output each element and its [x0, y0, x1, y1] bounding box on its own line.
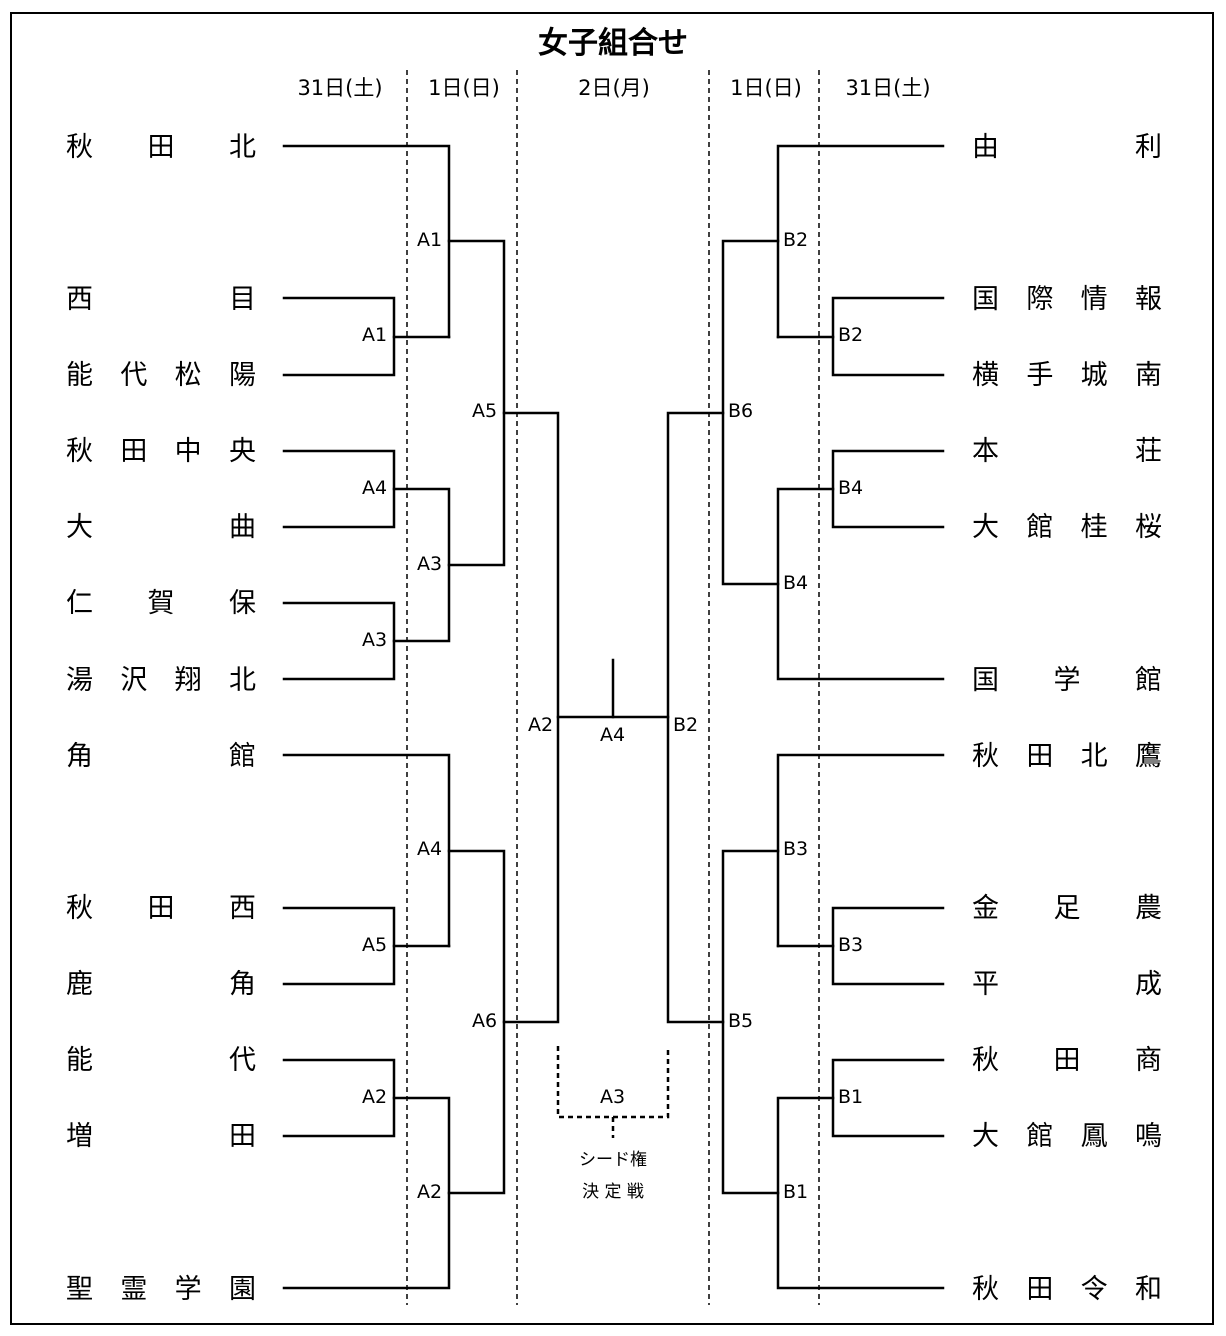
bracket-line-r-kitataka	[776, 753, 945, 948]
team-left-1: 秋田北	[66, 131, 256, 163]
match-label: A2	[527, 714, 555, 736]
page-title: 女子組合せ	[538, 26, 688, 61]
team-right-3: 横手城南	[972, 359, 1162, 391]
match-label-third-place: A3	[599, 1086, 627, 1108]
bracket-line-l-kakunodate	[282, 753, 451, 948]
column-header-right-day2: 1日(日)	[730, 76, 802, 100]
bracket-line-r-yuri	[776, 144, 945, 339]
match-label: A1	[361, 324, 389, 346]
match-label: B3	[782, 838, 810, 860]
team-right-9: 平成	[972, 968, 1162, 1000]
third-place-note-line1: シード権	[579, 1150, 647, 1170]
team-left-3: 能代松陽	[66, 359, 256, 391]
team-left-8: 角館	[66, 740, 256, 772]
column-header-center-day: 2日(月)	[578, 76, 650, 100]
match-label: A2	[416, 1181, 444, 1203]
match-label: A4	[416, 838, 444, 860]
column-header-right-day1: 31日(土)	[845, 76, 931, 100]
bracket-line-r-semi	[666, 411, 725, 1024]
match-label: A4	[361, 477, 389, 499]
bracket-line-r-kokugakukan	[776, 487, 945, 681]
team-left-4: 秋田中央	[66, 435, 256, 467]
match-label: B2	[782, 229, 810, 251]
match-label: A6	[471, 1010, 499, 1032]
match-label: A3	[361, 629, 389, 651]
team-right-1: 由利	[972, 131, 1162, 163]
column-header-left-day2: 1日(日)	[428, 76, 500, 100]
bracket-line-r-r3b	[721, 849, 780, 1195]
team-left-6: 仁賀保	[66, 587, 256, 619]
team-right-8: 金足農	[972, 892, 1162, 924]
third-place-note-line2: 決 定 戦	[582, 1182, 644, 1202]
team-left-12: 増田	[66, 1120, 256, 1152]
match-label: B2	[837, 324, 865, 346]
match-label-final: A4	[599, 724, 627, 746]
match-label: A3	[416, 553, 444, 575]
team-left-7: 湯沢翔北	[66, 664, 256, 696]
bracket-frame	[10, 12, 1214, 1325]
team-left-9: 秋田西	[66, 892, 256, 924]
bracket-line-l-r2b	[392, 487, 451, 643]
team-left-13: 聖霊学園	[66, 1273, 256, 1305]
team-left-2: 西目	[66, 283, 256, 315]
match-label: A5	[361, 934, 389, 956]
team-right-10: 秋田商	[972, 1044, 1162, 1076]
match-label: A2	[361, 1086, 389, 1108]
match-label: B6	[727, 400, 755, 422]
team-right-4: 本荘	[972, 435, 1162, 467]
team-right-7: 秋田北鷹	[972, 740, 1162, 772]
column-header-left-day1: 31日(土)	[297, 76, 383, 100]
match-label: A5	[471, 400, 499, 422]
match-label: B2	[672, 714, 700, 736]
match-label: B1	[837, 1086, 865, 1108]
team-right-5: 大館桂桜	[972, 511, 1162, 543]
team-right-11: 大館鳳鳴	[972, 1120, 1162, 1152]
team-right-2: 国際情報	[972, 283, 1162, 315]
bracket-line-l-akitakita	[282, 144, 451, 339]
team-left-11: 能代	[66, 1044, 256, 1076]
match-label: B4	[782, 572, 810, 594]
match-label: B3	[837, 934, 865, 956]
team-left-5: 大曲	[66, 511, 256, 543]
bracket-line-l-r2a	[447, 239, 506, 567]
team-left-10: 鹿角	[66, 968, 256, 1000]
match-label: B5	[727, 1010, 755, 1032]
match-label: A1	[416, 229, 444, 251]
team-right-6: 国学館	[972, 664, 1162, 696]
bracket-line-r-r3a	[721, 239, 780, 586]
match-label: B4	[837, 477, 865, 499]
team-right-12: 秋田令和	[972, 1273, 1162, 1305]
match-label: B1	[782, 1181, 810, 1203]
